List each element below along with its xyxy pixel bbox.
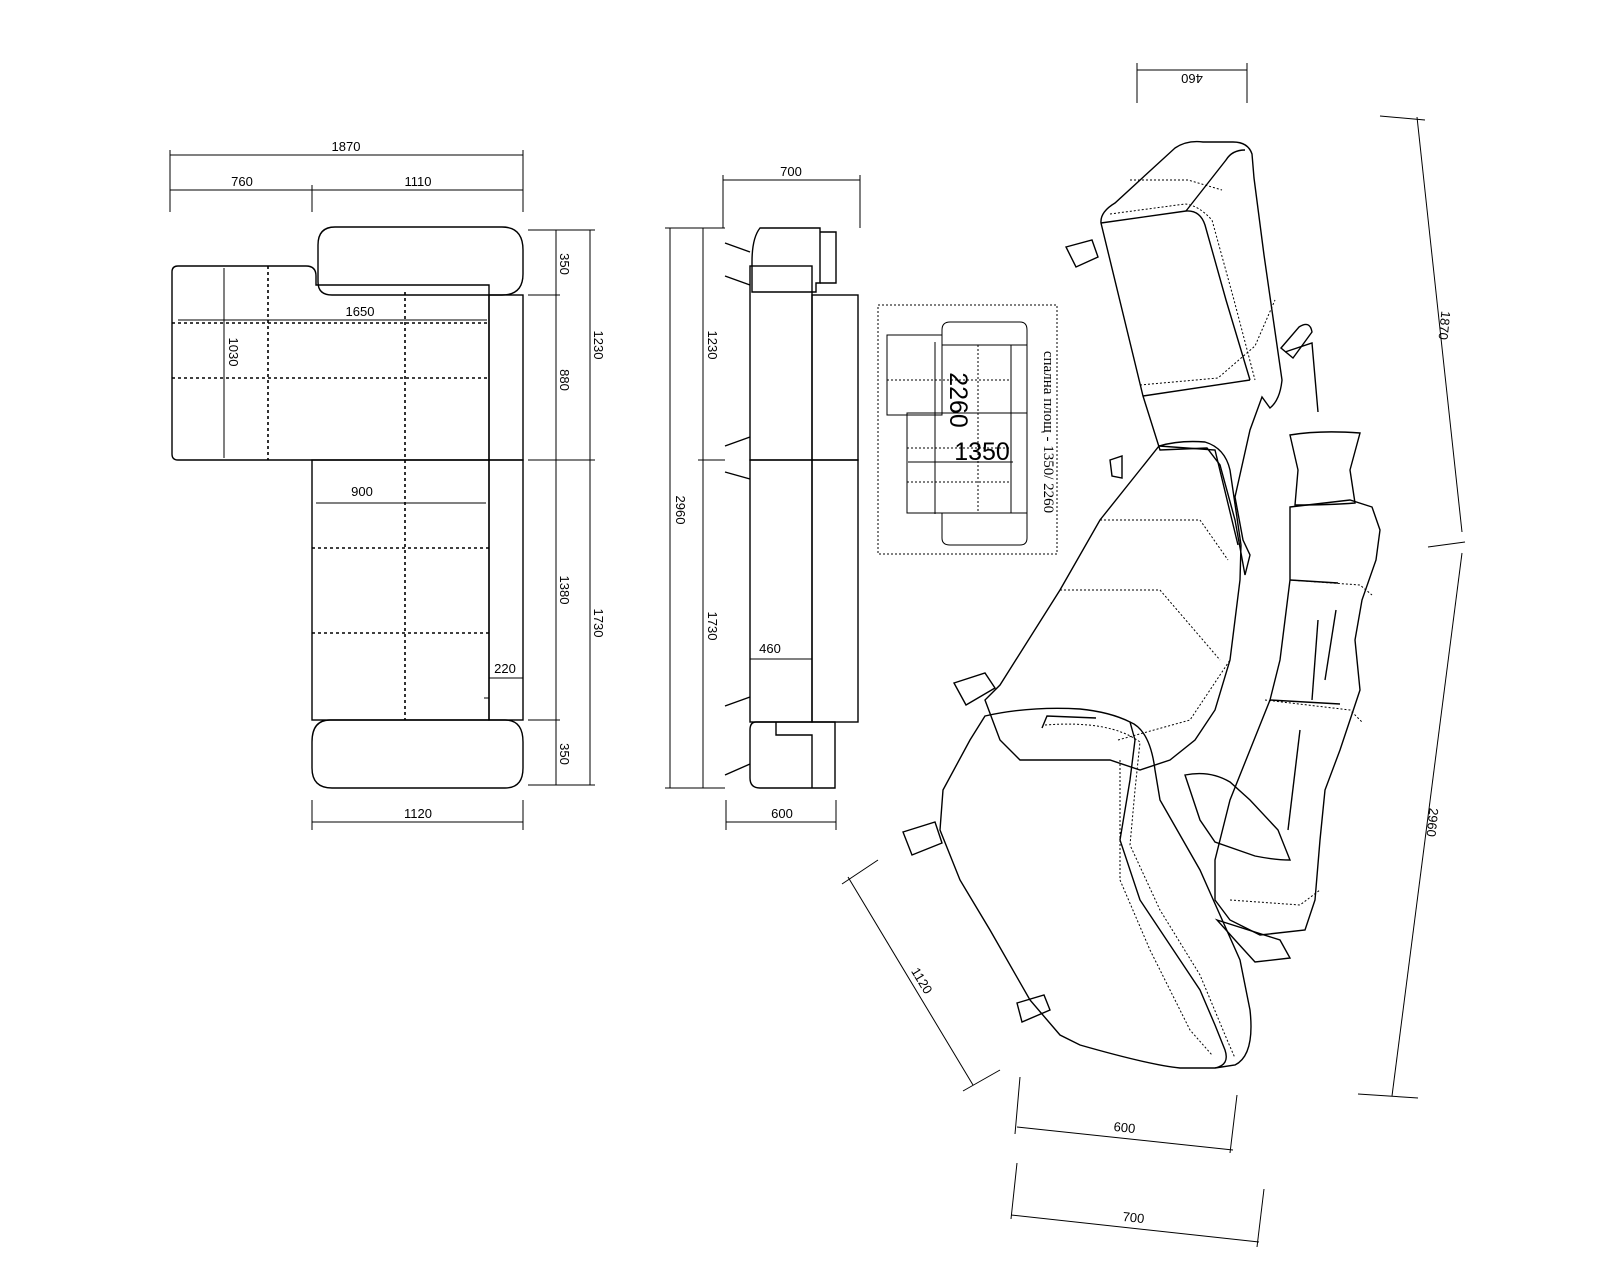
- sleeping-length: 2260: [944, 372, 972, 428]
- dim-lower: 1730: [705, 612, 720, 641]
- dim-arm-top: 350: [557, 253, 572, 275]
- dim-top-width: 700: [780, 164, 802, 179]
- dim-upper: 1230: [705, 331, 720, 360]
- dim-chaise-width: 760: [231, 174, 253, 189]
- dim-seat-width: 900: [351, 484, 373, 499]
- top-view-drawing: [169, 150, 595, 830]
- dim-height-lower: 1730: [591, 609, 606, 638]
- dim-main-width: 1110: [405, 174, 432, 189]
- side-view-labels: 700 2960 1230 1730 460 600: [673, 164, 802, 821]
- dim-inner: 460: [759, 641, 781, 656]
- dim-gap: 220: [494, 661, 516, 676]
- dim-arm-bottom: 350: [557, 743, 572, 765]
- dim-bed-length: 1650: [346, 304, 375, 319]
- dim-total-length: 2960: [673, 496, 688, 525]
- dim-height-upper: 1230: [591, 331, 606, 360]
- top-view-labels: 1870 760 1110 1030 1650 900 220 350 880 …: [226, 139, 606, 821]
- dim-persp-right-upper: 1870: [1436, 310, 1454, 340]
- sleeping-area-note: спална площ - 1350/ 2260: [1040, 351, 1056, 513]
- dim-side-bottom: 600: [771, 806, 793, 821]
- dim-persp-right-lower: 2960: [1424, 807, 1442, 837]
- dim-overall-width: 1870: [332, 139, 361, 154]
- sleeping-width: 1350: [954, 438, 1010, 466]
- sleeping-area-inset: спална площ - 1350/ 2260 2260 1350: [877, 304, 1058, 555]
- dim-section-lower: 1380: [557, 576, 572, 605]
- perspective-drawing: [841, 63, 1466, 1248]
- dim-depth-left: 1030: [226, 338, 241, 367]
- dim-persp-left: 1120: [908, 965, 935, 997]
- dim-persp-top: 460: [1181, 71, 1203, 86]
- dim-persp-bottom-outer: 700: [1122, 1209, 1145, 1226]
- dim-bottom-width: 1120: [404, 806, 432, 821]
- dim-section-upper: 880: [557, 369, 572, 391]
- side-view-drawing: [665, 175, 861, 830]
- dim-persp-bottom-inner: 600: [1113, 1119, 1136, 1136]
- perspective-labels: 460 1870 2960 1120 600 700: [908, 71, 1453, 1226]
